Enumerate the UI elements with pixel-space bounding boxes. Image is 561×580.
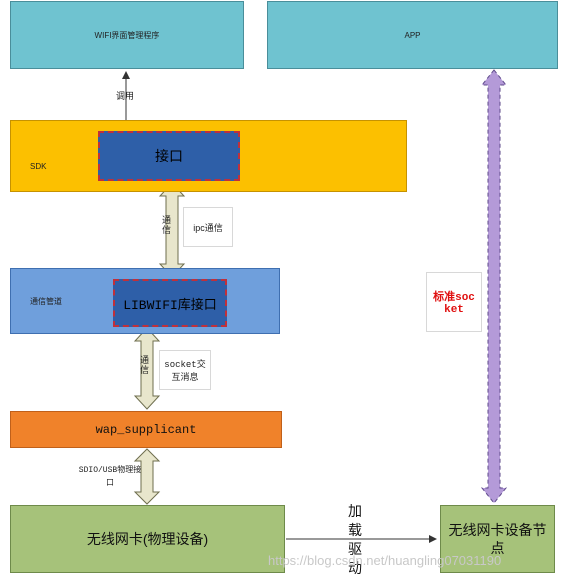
- watermark: https://blog.csdn.net/huangling07031190: [268, 553, 502, 568]
- comm-mgmt-label: 通信管道: [30, 297, 62, 306]
- socket-double-arrow: [133, 327, 161, 410]
- nic-node-box: 无线网卡设备节点: [440, 505, 555, 573]
- interface-box: 接口: [98, 131, 240, 181]
- standard-socket-arrow: [480, 69, 508, 504]
- socket-note: socket交互消息: [159, 350, 211, 390]
- nic-box: 无线网卡(物理设备): [10, 505, 285, 573]
- libwifi-label: LIBWIFI库接口: [123, 297, 217, 313]
- app-label: APP: [404, 30, 421, 40]
- nic-label: 无线网卡(物理设备): [86, 531, 209, 547]
- ipc-arrow-text: 通信: [162, 215, 172, 235]
- wpa-box: wap_supplicant: [10, 411, 282, 448]
- nic-node-label: 无线网卡设备节点: [448, 522, 547, 556]
- libwifi-box: LIBWIFI库接口: [113, 279, 227, 327]
- sdio-double-arrow: [133, 448, 161, 505]
- standard-socket-note: 标准socket: [426, 272, 482, 332]
- standard-socket-label: 标准socket: [433, 292, 475, 316]
- load-driver-label: 加载驱动: [348, 503, 362, 576]
- app-box: APP: [267, 1, 558, 69]
- call-label: 调用: [116, 91, 135, 101]
- wifi-ui-label: WIFI界面管理程序: [94, 30, 160, 40]
- wifi-ui-box: WIFI界面管理程序: [10, 1, 244, 69]
- interface-label: 接口: [155, 148, 183, 164]
- sdio-note: SDIO/USB物理接口: [78, 466, 142, 488]
- sdk-label: SDK: [30, 162, 47, 171]
- socket-arrow-text: 通信: [140, 355, 150, 375]
- ipc-note: ipc通信: [183, 207, 233, 247]
- wpa-label: wap_supplicant: [95, 422, 197, 437]
